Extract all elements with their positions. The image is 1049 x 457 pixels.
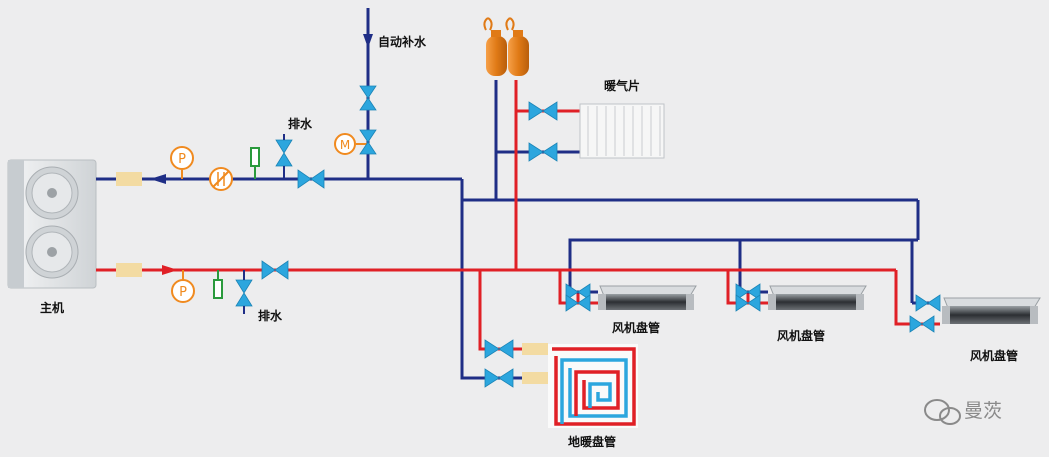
radiator-label: 暖气片: [604, 78, 640, 93]
floor-heating-label: 地暖盘管: [568, 434, 616, 449]
valve-drain-bottom: [235, 279, 253, 294]
filter-return: [116, 172, 142, 186]
valve-fancoil-2-return: [735, 283, 749, 301]
strainer-bottom: [213, 270, 223, 299]
fan-coil-label-2: 风机盘管: [777, 328, 825, 343]
drain-label-top: 排水: [288, 116, 313, 131]
main-unit: [7, 159, 97, 289]
svg-text:P: P: [179, 285, 187, 300]
valve-fancoil-2-supply: [735, 294, 749, 312]
valve-supply-main: [261, 260, 276, 280]
pressure-gauge-top: P: [170, 146, 194, 179]
valve-floor-supply: [484, 339, 500, 359]
flow-arrow-refill: [363, 34, 373, 48]
valve-return-main: [297, 169, 312, 189]
watermark-logo: [924, 399, 961, 425]
valve-fancoil-1-return: [565, 283, 579, 301]
drain-label-bottom: 排水: [258, 308, 283, 323]
valve-refill-1: [359, 85, 377, 99]
valve-radiator-supply: [528, 101, 544, 121]
pressure-gauge-bottom: P: [171, 270, 195, 303]
flow-arrow-return: [150, 174, 166, 184]
fan-coil-label-1: 风机盘管: [612, 320, 660, 335]
floor-heating-coil: [548, 344, 638, 428]
valve-refill-2: [359, 129, 377, 143]
valve-fancoil-3-supply: [909, 315, 923, 333]
filter-floor-supply: [522, 343, 548, 355]
strainer-top: [250, 147, 260, 179]
svg-text:P: P: [178, 152, 186, 167]
auto-refill-label: 自动补水: [378, 34, 427, 49]
valve-floor-return: [484, 368, 500, 388]
flow-arrow-supply: [162, 265, 178, 275]
motor-valve-icon: M: [334, 133, 368, 155]
fan-coil-unit-1: [598, 285, 697, 310]
fan-coil-label-3: 风机盘管: [970, 348, 1018, 363]
radiator-icon: [579, 103, 665, 159]
fan-coil-unit-2: [768, 285, 867, 310]
valve-radiator-return: [528, 142, 544, 162]
valves: [235, 85, 941, 388]
valve-fancoil-1-supply: [565, 294, 579, 312]
valve-fancoil-3-return: [915, 294, 929, 312]
filter-supply: [116, 263, 142, 277]
main-unit-label: 主机: [40, 300, 64, 315]
svg-text:M: M: [340, 138, 350, 152]
circulation-pump-icon: [209, 167, 233, 191]
filter-floor-return: [522, 372, 548, 384]
watermark-text: 曼茨: [964, 400, 1002, 422]
expansion-tanks: [483, 17, 529, 76]
valve-drain-top: [275, 139, 293, 154]
fan-coil-unit-3: [942, 297, 1041, 324]
